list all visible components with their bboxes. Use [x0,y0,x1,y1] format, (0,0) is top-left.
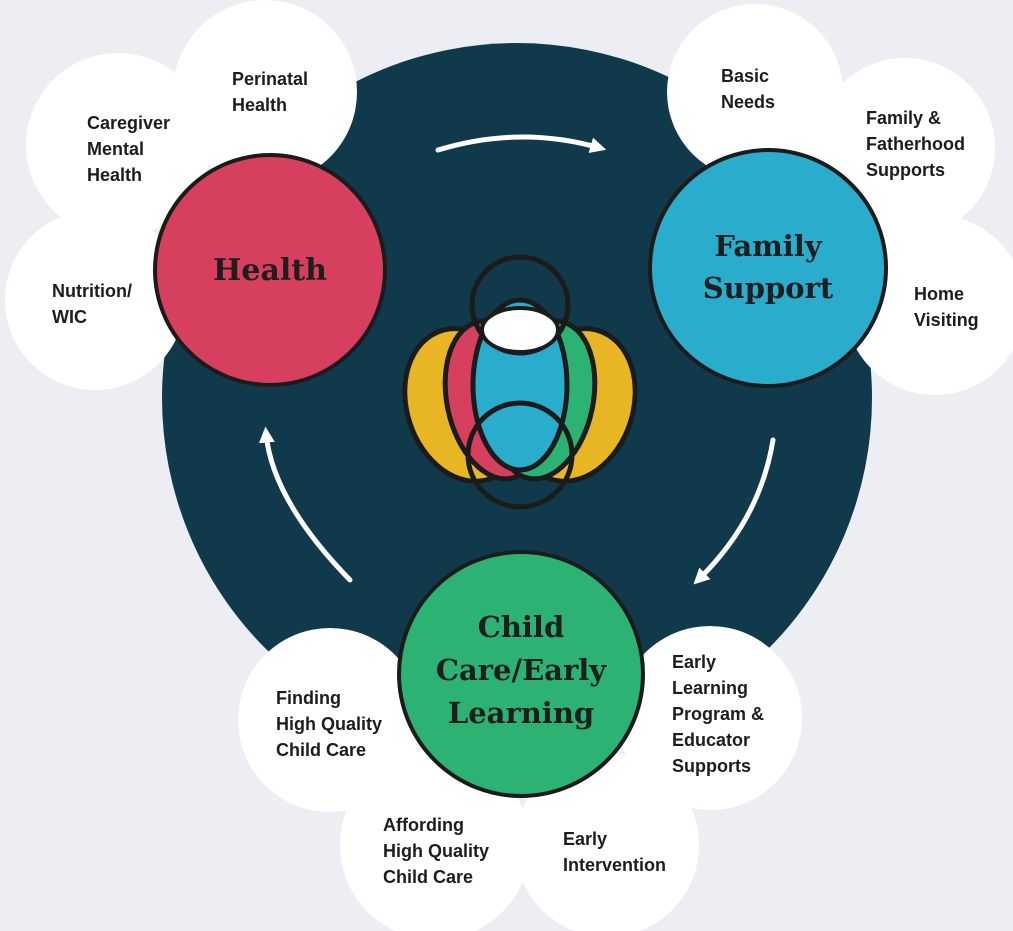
petal-basic-needs [667,4,843,180]
petal-program-supports [618,626,802,810]
label-home-visiting: Home Visiting [914,284,979,330]
petal-nutrition-wic [5,210,185,390]
hub-health: Health [153,153,387,387]
petal-early-intervention [515,753,699,931]
family-support-title-line2: Support [703,271,834,305]
hub-family-support: Family Support [648,148,888,388]
cycle-arrows [258,134,776,585]
petal-caregiver-mental-health [26,53,210,237]
label-caregiver-mental-health: Caregiver Mental Health [87,113,175,185]
child-care-circle [397,550,645,798]
health-title: Health [213,253,327,288]
overlapping-circles-logo-icon [402,254,638,510]
arrow-up-icon [258,426,353,583]
label-nutrition-wic: Nutrition/ WIC [52,281,137,327]
child-care-title-line1: Child [478,610,564,644]
child-care-title-line3: Learning [448,696,594,730]
label-affording-child-care: Affording High Quality Child Care [383,815,494,887]
petal-affording-child-care [340,750,530,931]
arrow-down-left-icon [693,437,776,585]
label-finding-child-care: Finding High Quality Child Care [276,688,387,760]
petal-finding-child-care [238,628,422,812]
label-basic-needs: Basic Needs [721,66,775,112]
label-early-intervention: Early Intervention [563,829,666,875]
petal-labels: Perinatal Health Caregiver Mental Health… [52,66,979,887]
arrow-right-icon [435,134,607,154]
petal-perinatal-health [173,0,357,184]
hub-child-care: Child Care/Early Learning [397,550,645,798]
center-logo [402,254,638,510]
child-care-title-line2: Care/Early [436,653,607,687]
family-support-circle [648,148,888,388]
petals [5,0,1013,931]
label-family-fatherhood-supports: Family & Fatherhood Supports [866,108,970,180]
label-perinatal-health: Perinatal Health [232,69,313,115]
family-support-title-line1: Family [714,229,823,263]
health-circle [153,153,387,387]
label-program-educator-supports: Early Learning Program & Educator Suppor… [672,652,769,776]
